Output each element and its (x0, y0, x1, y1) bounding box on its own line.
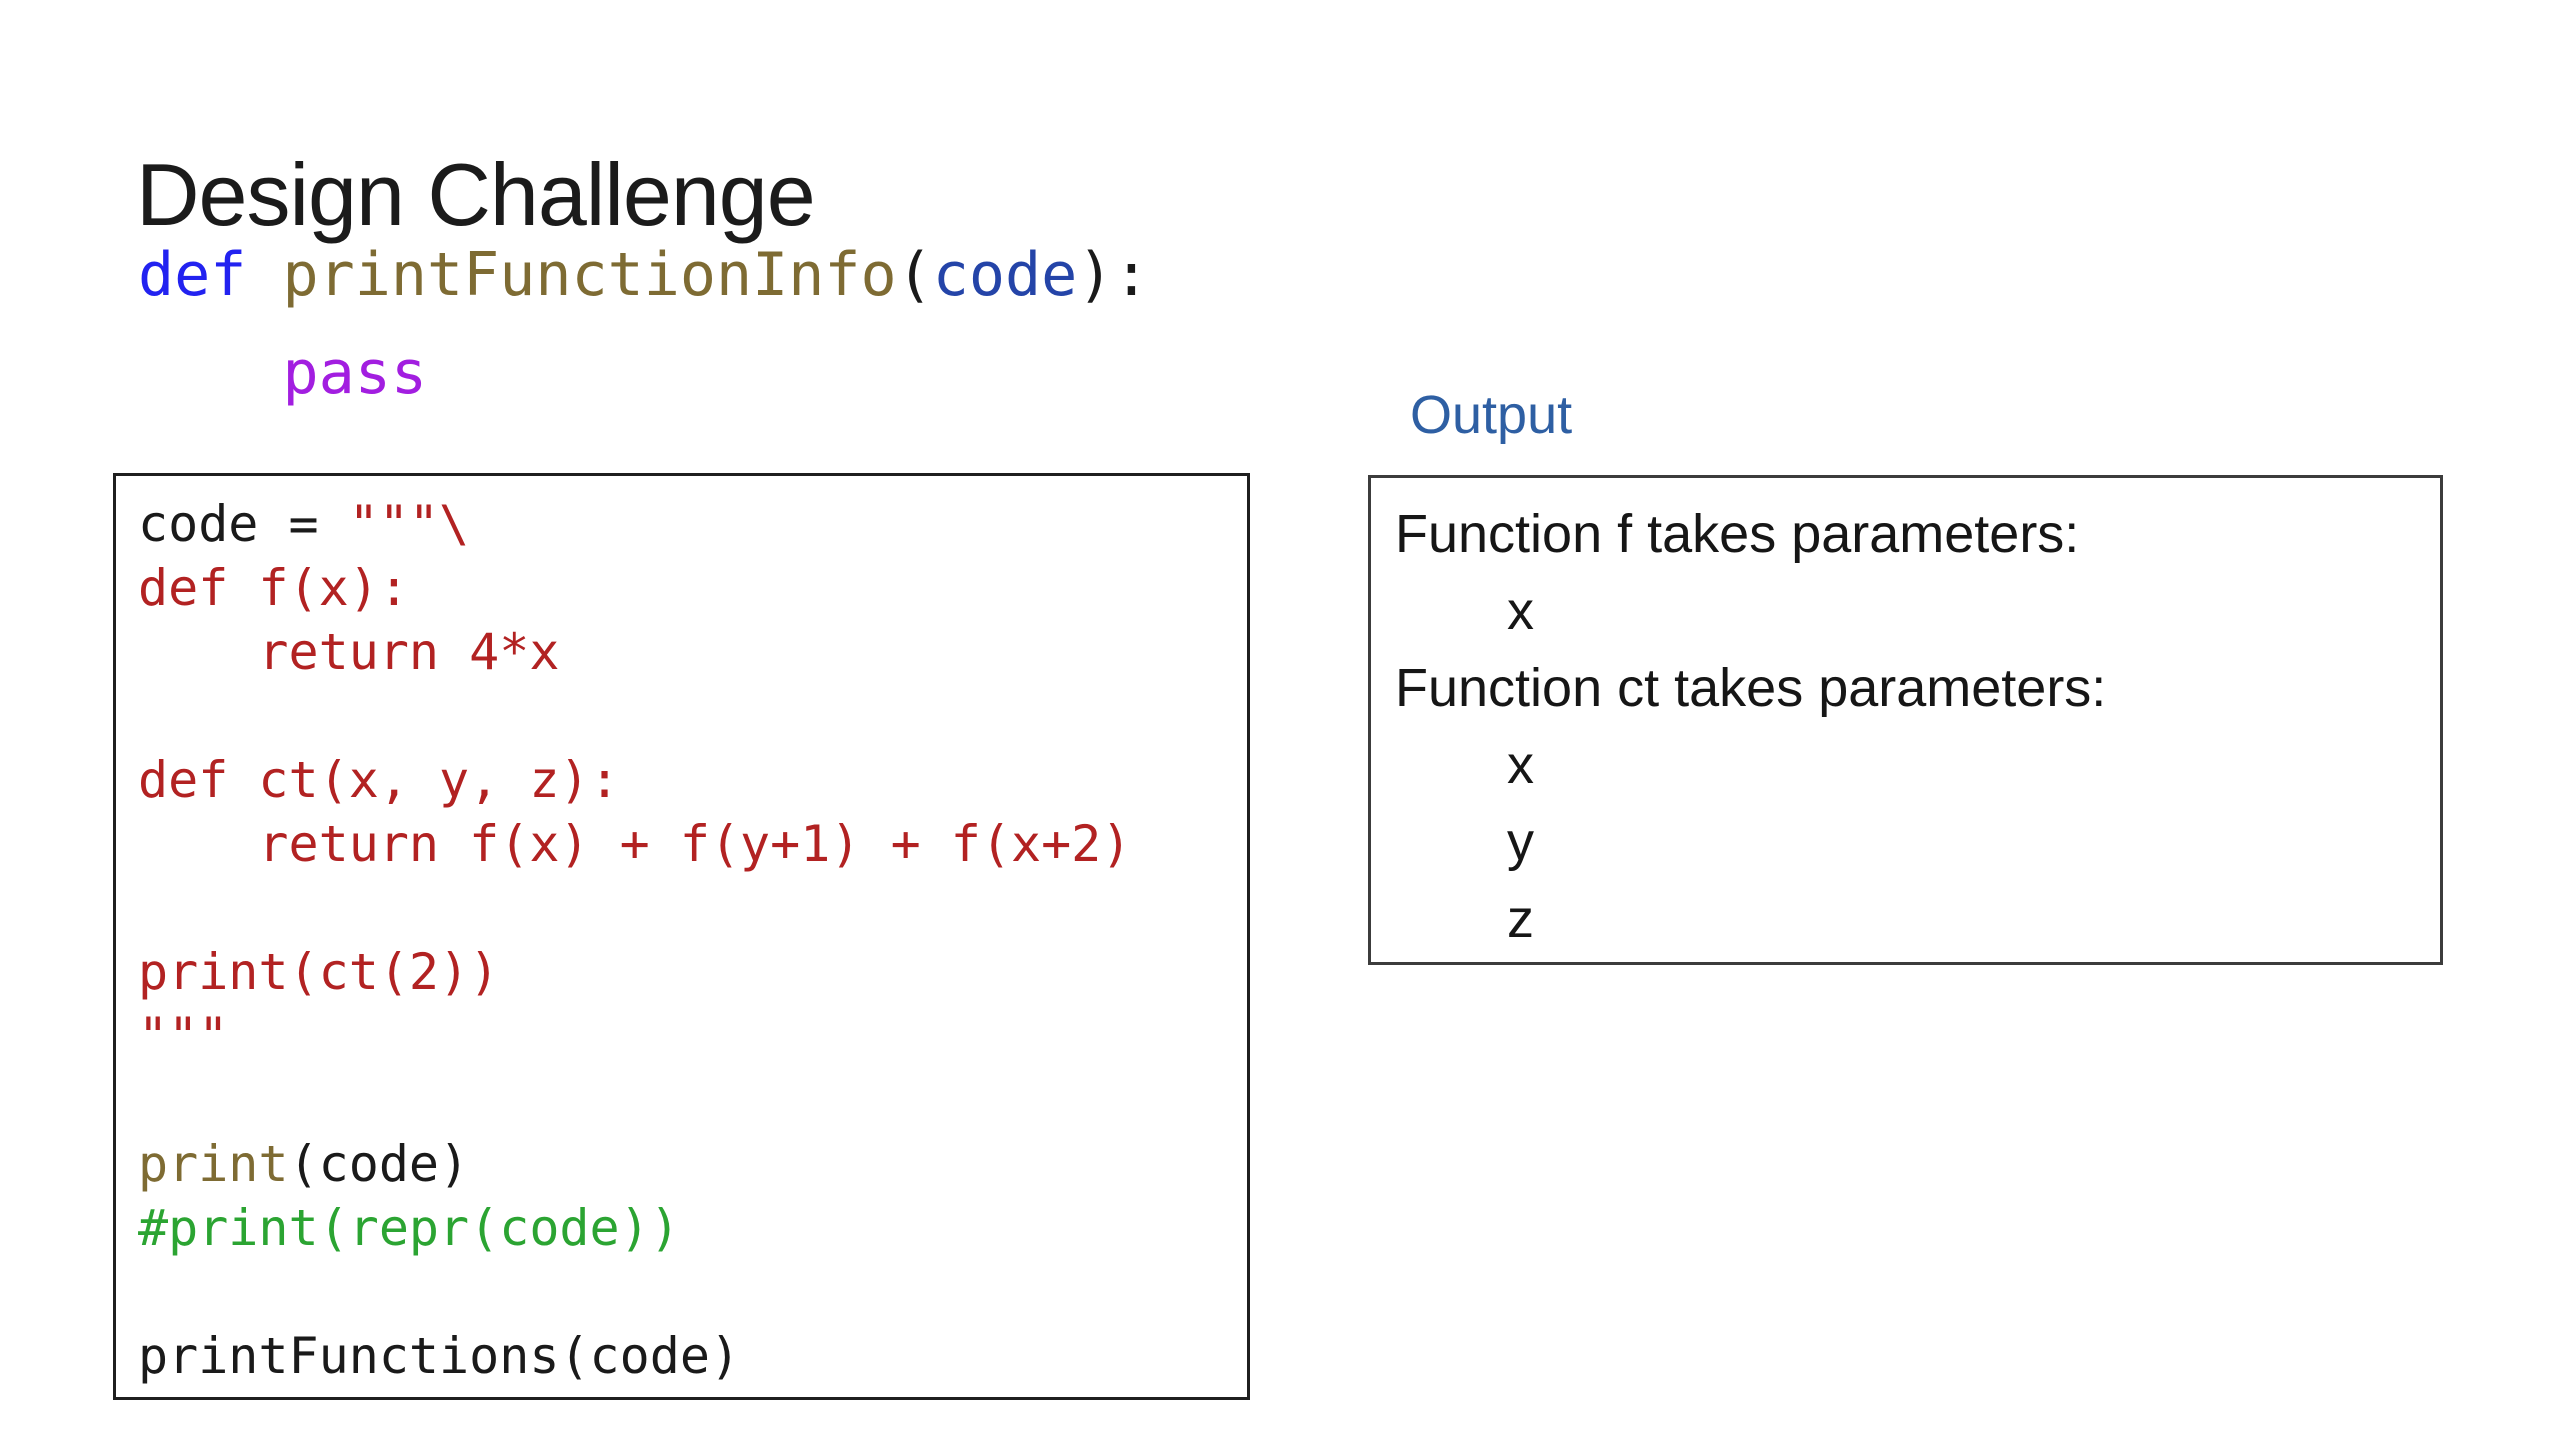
code-token: ): (1077, 240, 1150, 310)
slide-title: Design Challenge (136, 144, 816, 244)
output-line: x (1507, 735, 1534, 795)
code-line: code = """\ (138, 492, 1239, 556)
output-line: y (1507, 812, 1534, 872)
code-token: return f(x) + f(y+1) + f(x+2) (138, 815, 1132, 873)
output-line: Function ct takes parameters: (1395, 658, 2107, 718)
code-token: #print(repr(code)) (138, 1199, 680, 1257)
code-token: printFunctions(code) (138, 1327, 741, 1385)
code-token: def (138, 240, 247, 310)
code-line: #print(repr(code)) (138, 1196, 1239, 1260)
code-token: code = (138, 495, 349, 553)
code-line: return 4*x (138, 620, 1239, 684)
code-token (246, 240, 282, 310)
code-token: (code) (288, 1135, 470, 1193)
code-token: pass (282, 338, 428, 408)
code-token: code (932, 240, 1078, 310)
code-token (138, 338, 283, 408)
code-token: printFunctionInfo (282, 240, 897, 310)
code-line (138, 876, 1239, 940)
code-line: """ (138, 1004, 1239, 1068)
code-token: """\ (348, 495, 470, 553)
code-token: def f(x): (138, 559, 409, 617)
code-token: ( (896, 240, 933, 310)
code-line: print(code) (138, 1132, 1239, 1196)
code-line (138, 1260, 1239, 1324)
code-line (138, 684, 1239, 748)
code-line: def ct(x, y, z): (138, 748, 1239, 812)
code-line (138, 1068, 1239, 1132)
output-line: x (1507, 581, 1534, 641)
code-token: def ct(x, y, z): (138, 751, 620, 809)
code-line: def f(x): (138, 556, 1239, 620)
output-line: Function f takes parameters: (1395, 504, 2080, 564)
code-token: """ (138, 1007, 229, 1065)
output-label: Output (1410, 385, 1573, 445)
code-box: code = """\def f(x): return 4*x def ct(x… (113, 473, 1250, 1400)
code-token: print(ct(2)) (138, 943, 500, 1001)
code-token: print (138, 1135, 289, 1193)
code-line: pass (138, 324, 1149, 422)
header-code-snippet: def printFunctionInfo(code): pass (138, 226, 1149, 422)
code-line: print(ct(2)) (138, 940, 1239, 1004)
code-line: return f(x) + f(y+1) + f(x+2) (138, 812, 1239, 876)
code-line: printFunctions(code) (138, 1324, 1239, 1388)
output-line: z (1507, 889, 1534, 949)
code-token: return 4*x (138, 623, 560, 681)
code-line: def printFunctionInfo(code): (138, 226, 1149, 324)
